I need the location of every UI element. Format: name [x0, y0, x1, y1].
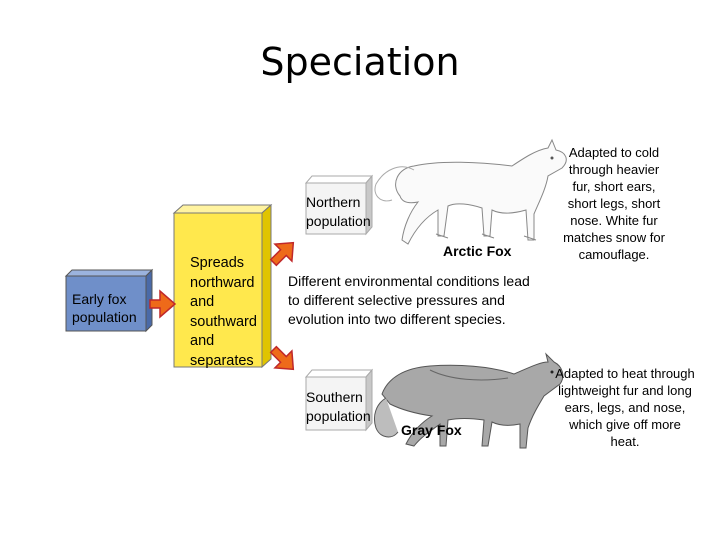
gray-fox-adaptation-caption: Adapted to heat through lightweight fur …: [555, 366, 695, 449]
slide-title: Speciation: [260, 40, 460, 84]
arctic-fox-label: Arctic Fox: [443, 243, 512, 259]
spreads-label: Spreads northward and southward and sepa…: [190, 255, 257, 369]
arrow-early-to-spreads: [149, 289, 177, 319]
northern-population-label: Northern population: [306, 194, 371, 229]
early-population-box: [64, 268, 154, 333]
spreads-population: Spreads northward and southward and sepa…: [174, 213, 262, 369]
spreads-box: [172, 203, 273, 369]
southern-population: Southern population: [306, 377, 371, 430]
southern-population-label: Southern population: [306, 389, 371, 424]
southern-population-box: [304, 368, 374, 432]
early-population-label: Early fox population: [72, 291, 137, 325]
environmental-pressure-text: Different environmental conditions lead …: [288, 273, 530, 327]
northern-population: Northern population: [306, 183, 371, 234]
arctic-fox-illustration: [374, 138, 567, 245]
gray-fox-illustration: [373, 352, 564, 449]
gray-fox-label: Gray Fox: [401, 422, 462, 438]
northern-population-box: [304, 174, 374, 236]
arctic-fox-adaptation-caption: Adapted to cold through heavier fur, sho…: [563, 145, 665, 262]
arrow-spreads-to-south: [269, 345, 295, 371]
early-population: Early fox population: [66, 276, 146, 331]
arrow-spreads-to-north: [269, 241, 295, 267]
